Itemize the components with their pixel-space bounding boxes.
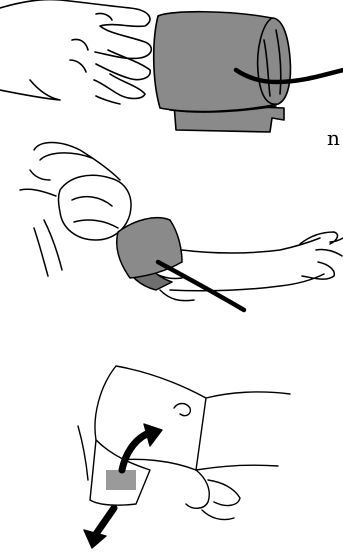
cuff-wrap-illustration [78,366,290,548]
hand-knuckle-lines [70,13,112,72]
wrap-hand [186,470,240,520]
forearm-top [182,238,320,253]
pull-arrow-shaft [96,508,114,534]
open-hand [300,232,343,279]
cropped-text-fragment: n [327,128,340,148]
cuff-arm-illustration [20,143,343,311]
cuff-hand-illustration [0,0,343,132]
hand-outline [0,0,151,104]
cuff-opening [258,18,291,104]
arm-tube [158,262,244,310]
upper-arm-lines [34,220,62,276]
shoulder-sleeve [20,143,120,197]
pull-arrow-head [84,530,106,548]
